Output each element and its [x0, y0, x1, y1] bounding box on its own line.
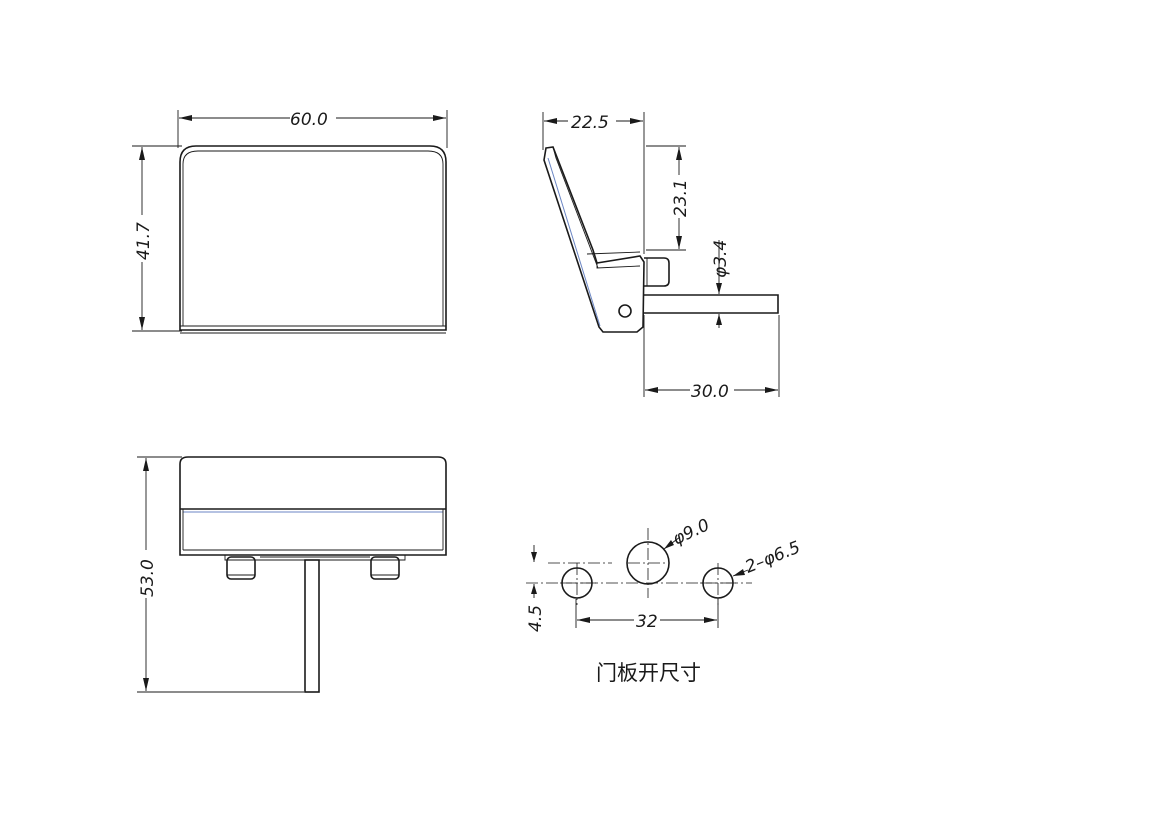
dim-label-bottom-height: 53.0: [138, 559, 158, 597]
dim-label-hole-offset: 4.5: [526, 605, 546, 632]
left-hole: [561, 567, 593, 599]
cutout-caption: 门板开尺寸: [596, 661, 701, 685]
dim-shaft-length: 30.0: [643, 315, 780, 402]
bottom-view: [179, 456, 447, 693]
dim-label-side-depth: 22.5: [571, 113, 609, 133]
dim-label-front-height: 41.7: [134, 222, 154, 260]
panel-cutout: [526, 528, 752, 605]
center-hole: [626, 541, 670, 585]
dim-center-hole: φ9.0: [663, 515, 713, 550]
dim-front-height: 41.7: [132, 145, 182, 332]
dim-label-hole-spacing: 32: [636, 612, 658, 632]
right-hole: [702, 567, 734, 599]
dim-shaft-diameter: φ3.4: [711, 240, 731, 328]
side-view: [543, 146, 779, 333]
front-view: [179, 145, 447, 334]
dim-side-upper-height: 23.1: [646, 145, 691, 251]
dim-bottom-height: 53.0: [137, 456, 304, 693]
dim-side-holes: 2–φ6.5: [732, 538, 803, 578]
dim-hole-spacing: 32: [575, 599, 719, 632]
dim-label-front-width: 60.0: [290, 110, 328, 130]
dim-label-shaft-length: 30.0: [691, 382, 729, 402]
dim-label-side-holes: 2–φ6.5: [742, 538, 803, 578]
dim-label-center-hole: φ9.0: [670, 515, 713, 549]
dim-hole-offset: 4.5: [526, 545, 546, 632]
dim-label-side-upper-height: 23.1: [671, 179, 691, 217]
dim-label-shaft-diameter: φ3.4: [711, 240, 731, 278]
dim-side-depth: 22.5: [542, 112, 645, 254]
dim-front-width: 60.0: [177, 110, 448, 148]
